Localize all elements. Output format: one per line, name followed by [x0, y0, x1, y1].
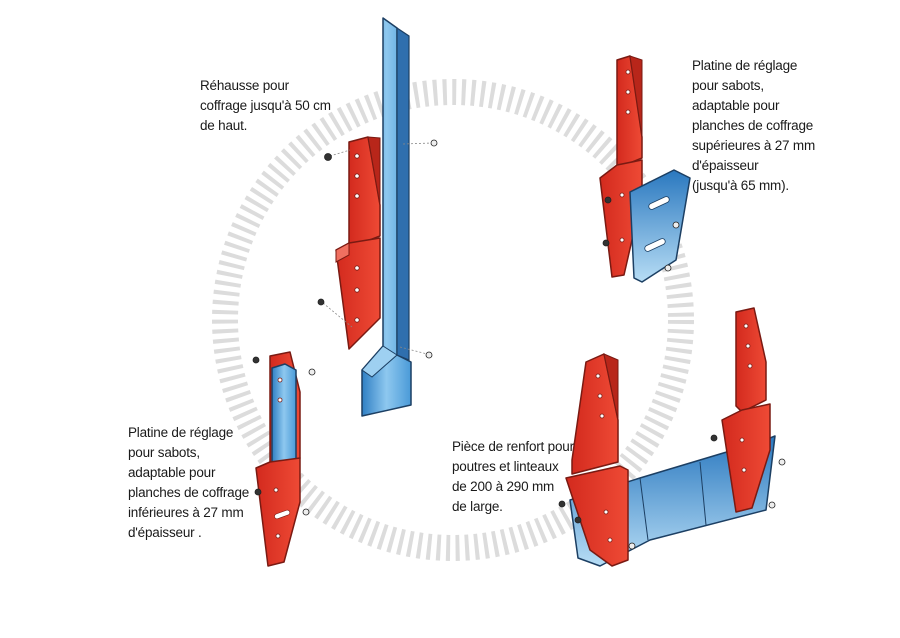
platine-superieure-assembly — [599, 55, 691, 283]
rehausse-red-upper — [348, 136, 381, 249]
renfort-red-left-lower — [565, 465, 629, 567]
platine-inf-red-lower — [255, 457, 301, 567]
renfort-red-right-upper — [735, 307, 767, 413]
renfort-red-right-lower — [721, 403, 771, 513]
dashed-ring — [212, 79, 694, 561]
bolt-icons — [317, 139, 438, 359]
rehausse-assembly — [317, 17, 438, 417]
caption-rehausse: Réhausse pour coffrage jusqu'à 50 cm de … — [200, 78, 331, 133]
renfort-assembly — [558, 307, 786, 567]
caption-platine-superieure: Platine de réglage pour sabots, adaptabl… — [692, 58, 816, 193]
caption-platine-inferieure: Platine de réglage pour sabots, adaptabl… — [128, 425, 250, 540]
platine-inferieure-assembly — [252, 351, 316, 567]
caption-renfort: Pièce de renfort pour poutres et linteau… — [452, 439, 574, 514]
platine-sup-blue-plate — [629, 169, 691, 283]
